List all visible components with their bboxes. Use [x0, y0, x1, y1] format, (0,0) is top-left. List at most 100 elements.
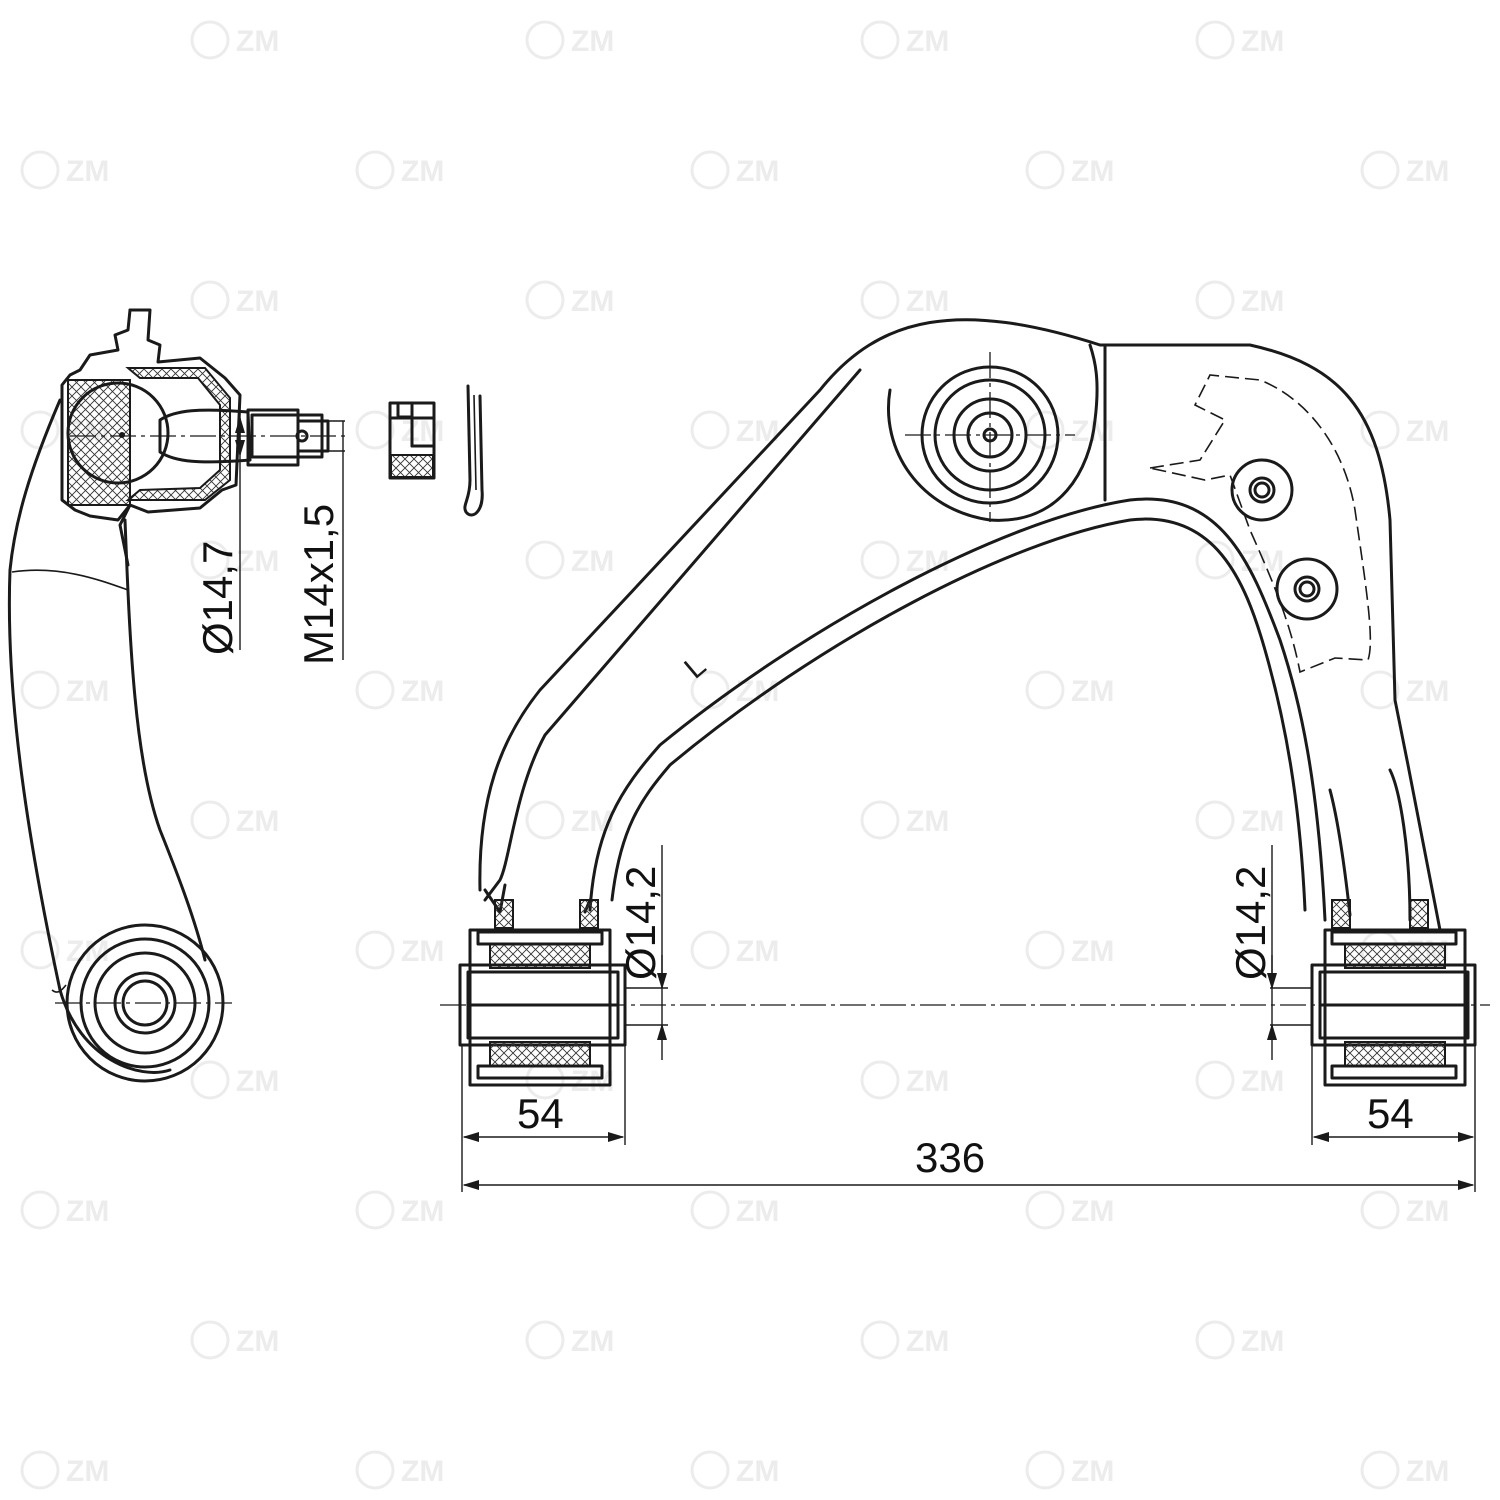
watermark-text: ZM	[1241, 545, 1284, 578]
watermark-text: ZM	[401, 1455, 444, 1488]
side-view	[7, 308, 345, 1083]
watermark-mark: ZM	[20, 150, 109, 190]
watermark-mark: ZM	[1195, 280, 1284, 320]
part-label: L	[678, 649, 712, 685]
watermark-text: ZM	[736, 415, 779, 448]
watermark-text: ZM	[401, 1195, 444, 1228]
watermark-mark: ZM	[190, 20, 279, 60]
watermark-text: ZM	[736, 1455, 779, 1488]
watermark-layer: ZM ZM ZM ZM ZM ZM ZM ZM ZM ZM ZM ZM ZM ZM ZM ZM ZM ZM ZM ZM…	[20, 20, 1449, 1490]
watermark-mark: ZM	[690, 1450, 779, 1490]
watermark-mark: ZM	[355, 930, 444, 970]
watermark-text: ZM	[401, 935, 444, 968]
side-ball-joint	[60, 308, 345, 567]
watermark-mark: ZM	[525, 280, 614, 320]
watermark-text: ZM	[401, 415, 444, 448]
watermark-text: ZM	[906, 25, 949, 58]
watermark-text: ZM	[1071, 1195, 1114, 1228]
watermark-mark: ZM	[1195, 800, 1284, 840]
watermark-mark: ZM	[1360, 410, 1449, 450]
watermark-text: ZM	[1241, 805, 1284, 838]
dim-overall-length: 336	[915, 1134, 985, 1181]
watermark-text: ZM	[1071, 675, 1114, 708]
left-bushing	[458, 883, 627, 1087]
watermark-mark: ZM	[190, 540, 279, 580]
watermark-mark: ZM	[1195, 20, 1284, 60]
watermark-text: ZM	[1241, 25, 1284, 58]
watermark-mark: ZM	[1360, 1450, 1449, 1490]
watermark-mark: ZM	[1025, 670, 1114, 710]
watermark-text: ZM	[571, 805, 614, 838]
watermark-mark: ZM	[355, 1190, 444, 1230]
watermark-mark: ZM	[1195, 1320, 1284, 1360]
watermark-text: ZM	[236, 1325, 279, 1358]
watermark-text: ZM	[571, 1325, 614, 1358]
watermark-mark: ZM	[355, 410, 444, 450]
watermark-mark: ZM	[1360, 670, 1449, 710]
watermark-text: ZM	[1406, 675, 1449, 708]
watermark-mark: ZM	[355, 1450, 444, 1490]
watermark-mark: ZM	[525, 1060, 614, 1100]
watermark-mark: ZM	[525, 800, 614, 840]
watermark-mark: ZM	[1025, 930, 1114, 970]
watermark-mark: ZM	[860, 20, 949, 60]
top-view-arm: L	[478, 318, 1442, 932]
watermark-mark: ZM	[1025, 150, 1114, 190]
bracket-bolts	[1230, 458, 1339, 621]
watermark-text: ZM	[571, 1065, 614, 1098]
watermark-text: ZM	[66, 1455, 109, 1488]
watermark-mark: ZM	[525, 540, 614, 580]
dimension-lines	[461, 845, 1476, 1192]
watermark-mark: ZM	[190, 800, 279, 840]
dim-left-bushing-diameter: Ø14,2	[617, 866, 664, 980]
watermark-text: ZM	[1406, 1195, 1449, 1228]
watermark-mark: ZM	[1025, 410, 1114, 450]
watermark-mark: ZM	[190, 1320, 279, 1360]
right-bushing	[1310, 899, 1477, 1087]
watermark-text: ZM	[1241, 1065, 1284, 1098]
watermark-text: ZM	[736, 935, 779, 968]
watermark-mark: ZM	[20, 670, 109, 710]
castle-nut	[388, 401, 436, 480]
watermark-mark: ZM	[690, 930, 779, 970]
watermark-text: ZM	[906, 285, 949, 318]
watermark-text: ZM	[1071, 935, 1114, 968]
watermark-mark: ZM	[1360, 1190, 1449, 1230]
watermark-text: ZM	[66, 155, 109, 188]
watermark-mark: ZM	[190, 280, 279, 320]
watermark-mark: ZM	[355, 150, 444, 190]
watermark-text: ZM	[736, 675, 779, 708]
watermark-text: ZM	[736, 155, 779, 188]
watermark-text: ZM	[401, 675, 444, 708]
watermark-mark: ZM	[1360, 150, 1449, 190]
dim-left-bushing-width: 54	[517, 1090, 564, 1137]
watermark-text: ZM	[1241, 285, 1284, 318]
watermark-text: ZM	[236, 1065, 279, 1098]
watermark-text: ZM	[236, 25, 279, 58]
watermark-mark: ZM	[525, 20, 614, 60]
watermark-text: ZM	[1406, 415, 1449, 448]
watermark-text: ZM	[906, 1065, 949, 1098]
ball-joint-rings	[905, 352, 1075, 522]
watermark-mark: ZM	[690, 1190, 779, 1230]
dim-thread: M14x1,5	[295, 504, 342, 665]
cotter-pin	[463, 384, 484, 517]
watermark-mark: ZM	[20, 1450, 109, 1490]
watermark-text: ZM	[1071, 1455, 1114, 1488]
watermark-mark: ZM	[690, 410, 779, 450]
watermark-text: ZM	[571, 25, 614, 58]
watermark-text: ZM	[906, 805, 949, 838]
watermark-mark: ZM	[190, 1060, 279, 1100]
watermark-mark: ZM	[860, 800, 949, 840]
watermark-text: ZM	[236, 805, 279, 838]
watermark-text: ZM	[1241, 1325, 1284, 1358]
watermark-text: ZM	[906, 1325, 949, 1358]
watermark-mark: ZM	[1195, 1060, 1284, 1100]
watermark-text: ZM	[1406, 155, 1449, 188]
watermark-mark: ZM	[690, 150, 779, 190]
dim-right-bushing-width: 54	[1367, 1090, 1414, 1137]
dim-right-bushing-diameter: Ø14,2	[1227, 866, 1274, 980]
watermark-text: ZM	[571, 285, 614, 318]
